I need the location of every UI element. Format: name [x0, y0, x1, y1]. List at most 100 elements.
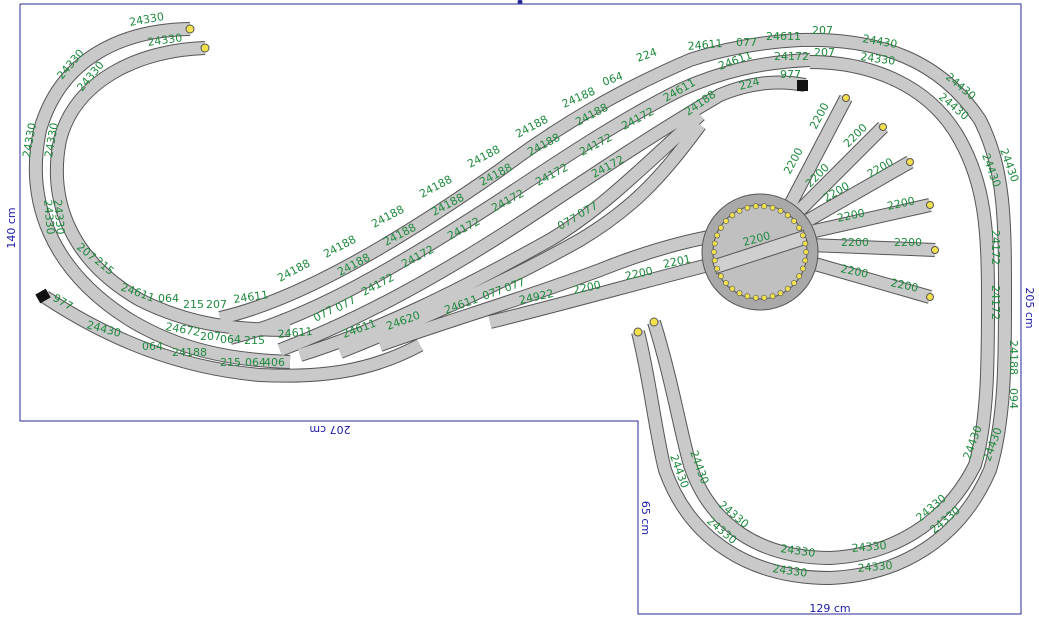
turntable-dot — [744, 204, 751, 211]
turntable-dot — [791, 280, 797, 286]
track-label: 207 — [812, 24, 833, 37]
turntable-dot — [729, 285, 736, 292]
track-label: 2200 — [624, 264, 654, 283]
turntable-dot — [744, 293, 751, 300]
turntable-dot — [796, 224, 802, 231]
turntable-dot — [729, 212, 736, 219]
turntable-dot — [803, 249, 809, 255]
track-label: 064 — [220, 333, 241, 346]
track-label: 077 — [736, 36, 757, 49]
turntable-dot — [752, 203, 759, 210]
track-label: 215 — [220, 356, 241, 369]
buffer-stop-9 — [931, 246, 939, 254]
turntable-dot — [796, 273, 802, 280]
buffer-stop-8 — [926, 201, 934, 209]
track-label: 094 — [1007, 388, 1020, 409]
track-label: 24172 — [989, 230, 1002, 265]
track-label: 24611 — [233, 288, 269, 306]
track-label: 24330 — [860, 50, 896, 68]
track-label: 064 — [142, 340, 163, 353]
turntable-dot — [800, 265, 806, 272]
track-label: 977 — [780, 68, 801, 81]
turntable-dot — [761, 203, 768, 210]
track-label: 24611 — [277, 325, 313, 341]
track-label: 24330 — [857, 559, 893, 575]
track-label: 2200 — [841, 236, 869, 249]
turntable-dot — [761, 294, 768, 301]
track-label: 24330 — [42, 122, 61, 159]
track-label: 24330 — [772, 562, 808, 580]
track-label: 24430 — [861, 32, 898, 51]
track-label: 24188 — [1007, 340, 1020, 375]
dim-step: 65 cm — [639, 501, 652, 535]
end-block-2 — [797, 80, 808, 91]
turntable-dot — [723, 280, 729, 286]
turntable-dot — [718, 273, 724, 280]
turntable-dot — [784, 285, 791, 292]
track-label: 24330 — [780, 542, 816, 560]
track-label: 2200 — [889, 276, 919, 295]
track-label: 24672 — [164, 320, 201, 339]
buffer-stop-2 — [200, 43, 210, 53]
turntable-dot — [769, 293, 776, 300]
turntable-dot — [802, 240, 809, 247]
track-label: 2200 — [839, 262, 869, 281]
turntable-dot — [736, 207, 743, 214]
turntable-dot — [802, 257, 809, 264]
track-labels: 24330 24330 24330 24330 24330 24330 2433… — [20, 10, 1021, 580]
dim-middle: 207 cm — [309, 423, 350, 436]
track-label: 207 — [814, 46, 835, 59]
track-label: 2200 — [572, 278, 602, 297]
turntable-dot — [711, 249, 717, 255]
buffer-stops — [35, 24, 939, 337]
turntable-dot — [714, 265, 720, 272]
track-label: 064 — [158, 292, 179, 305]
turntable-bridge — [711, 229, 809, 275]
track-label: 24330 — [51, 199, 67, 235]
track-label: 24611 — [687, 37, 723, 53]
track-label: 24611 — [766, 30, 801, 43]
dim-bottom: 129 cm — [809, 602, 850, 615]
track-label: 24330 — [851, 539, 887, 555]
turntable-dot — [791, 218, 797, 224]
buffer-stop-3 — [633, 327, 643, 337]
turntable-dots — [711, 203, 809, 301]
track-label: 24330 — [20, 122, 39, 159]
turntable-dot — [711, 257, 718, 264]
dim-left: 140 cm — [5, 207, 18, 248]
buffer-stop-7 — [906, 158, 914, 166]
track-label: 2200 — [894, 236, 922, 249]
turntable-dot — [723, 218, 729, 224]
room-outline — [19, 0, 1022, 615]
turntable-dot — [736, 290, 743, 297]
buffer-stop-4 — [649, 317, 659, 327]
turntable-dot — [777, 290, 784, 297]
turntable-dot — [714, 232, 720, 239]
turntable-dot — [777, 207, 784, 214]
turntable-dot — [800, 232, 806, 239]
buffer-stop-10 — [926, 293, 934, 301]
track-label: 24172 — [989, 285, 1002, 320]
track-label: 207 — [200, 330, 221, 343]
turntable-dot — [784, 212, 791, 219]
track-label: 24188 — [429, 191, 466, 219]
buffer-stop-5 — [842, 94, 850, 102]
track-label: 24172 — [774, 50, 809, 63]
track-label: 207 — [206, 298, 227, 311]
track-label: 224 — [635, 45, 659, 64]
track-label: 2201 — [662, 252, 692, 271]
track-label: 24330 — [147, 31, 183, 49]
track-label: 224 — [737, 75, 761, 93]
tracks — [28, 22, 1012, 585]
track-label: 24188 — [172, 346, 207, 359]
track-label: 215 — [183, 298, 204, 311]
buffer-stop-6 — [879, 123, 887, 131]
dim-right: 205 cm — [1023, 287, 1036, 328]
buffer-stop-1 — [185, 24, 195, 34]
track-label: 2200 — [886, 194, 916, 213]
track-label: 24330 — [41, 199, 57, 235]
track-label: 24330 — [128, 10, 165, 29]
track-label: 215 — [244, 334, 265, 347]
turntable — [701, 193, 819, 311]
